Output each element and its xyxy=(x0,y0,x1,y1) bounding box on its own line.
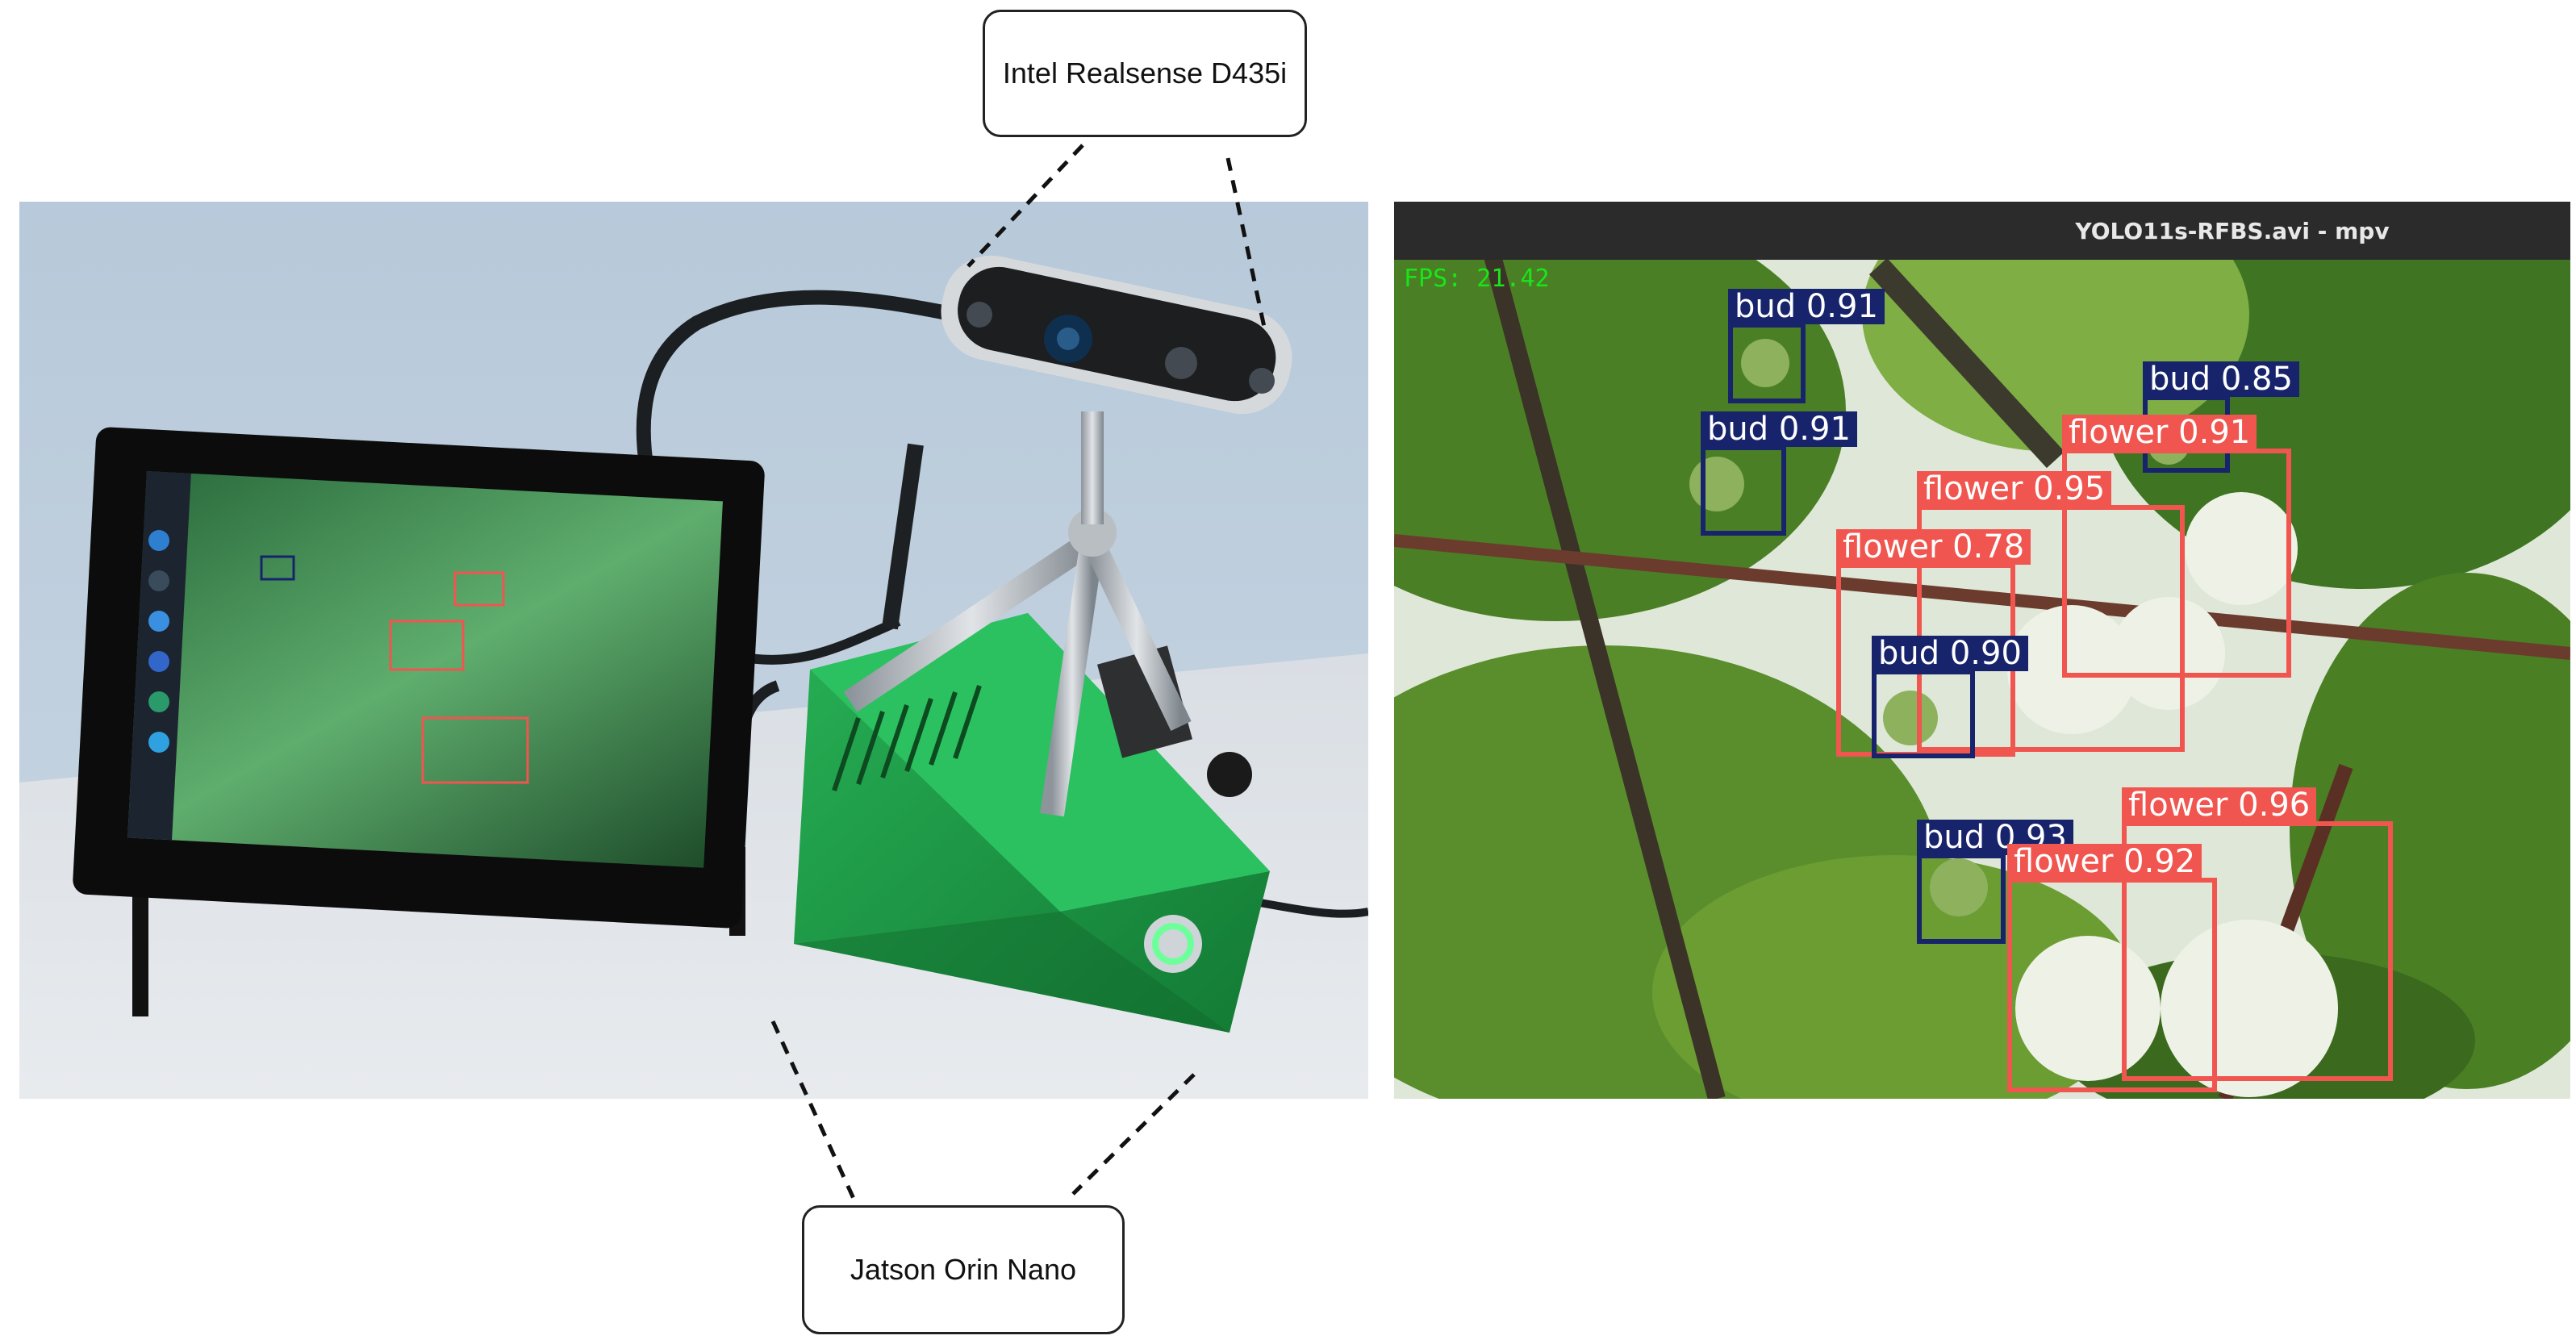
detection-label: flower 0.78 xyxy=(1836,529,2031,565)
board-leader-left xyxy=(770,1020,858,1204)
detection-box-bud: bud 0.91 xyxy=(1728,289,1885,403)
detection-box-flower: flower 0.92 xyxy=(2007,844,2217,1092)
detection-box-flower: flower 0.91 xyxy=(2062,415,2291,678)
detection-label: bud 0.93 xyxy=(1917,820,2073,855)
detection-label: bud 0.90 xyxy=(1872,636,2028,671)
detection-box-flower: flower 0.95 xyxy=(1917,471,2185,752)
kiwi-canopy-image xyxy=(1394,202,2570,1099)
camera-callout-label: Intel Realsense D435i xyxy=(1002,56,1288,90)
camera-callout: Intel Realsense D435i xyxy=(983,10,1307,137)
detection-box-flower: flower 0.96 xyxy=(2122,787,2393,1081)
detection-label: flower 0.95 xyxy=(1917,471,2112,507)
detection-label: bud 0.85 xyxy=(2143,361,2299,397)
camera-leader-right xyxy=(1225,157,1267,332)
detection-label: flower 0.96 xyxy=(2122,787,2317,823)
board-callout: Jatson Orin Nano xyxy=(802,1205,1125,1334)
hardware-setup-illustration xyxy=(19,202,1368,1099)
board-leader-right xyxy=(1071,1073,1196,1196)
board-callout-label: Jatson Orin Nano xyxy=(850,1253,1077,1286)
tripod xyxy=(843,411,1192,817)
detection-box-bud: bud 0.93 xyxy=(1917,820,2073,944)
hardware-setup-photo xyxy=(19,202,1368,1099)
detection-box-bud: bud 0.90 xyxy=(1872,636,2028,758)
monitor xyxy=(73,427,765,929)
mpv-window-title: YOLO11s-RFBS.avi - mpv xyxy=(2075,217,2390,244)
mpv-titlebar[interactable]: YOLO11s-RFBS.avi - mpv xyxy=(1394,202,2570,260)
detection-label: bud 0.91 xyxy=(1728,289,1885,324)
realsense-camera xyxy=(941,255,1292,415)
detection-box-bud: bud 0.91 xyxy=(1701,411,1857,536)
detection-label: flower 0.92 xyxy=(2007,844,2202,879)
detection-video-frame: YOLO11s-RFBS.avi - mpv FPS: 21.42 bud 0.… xyxy=(1394,202,2570,1099)
jetson-enclosure xyxy=(794,613,1270,1033)
fps-counter: FPS: 21.42 xyxy=(1404,265,1550,293)
detection-label: flower 0.91 xyxy=(2062,415,2257,450)
detection-label: bud 0.91 xyxy=(1701,411,1857,447)
camera-leader-left xyxy=(967,144,1084,268)
